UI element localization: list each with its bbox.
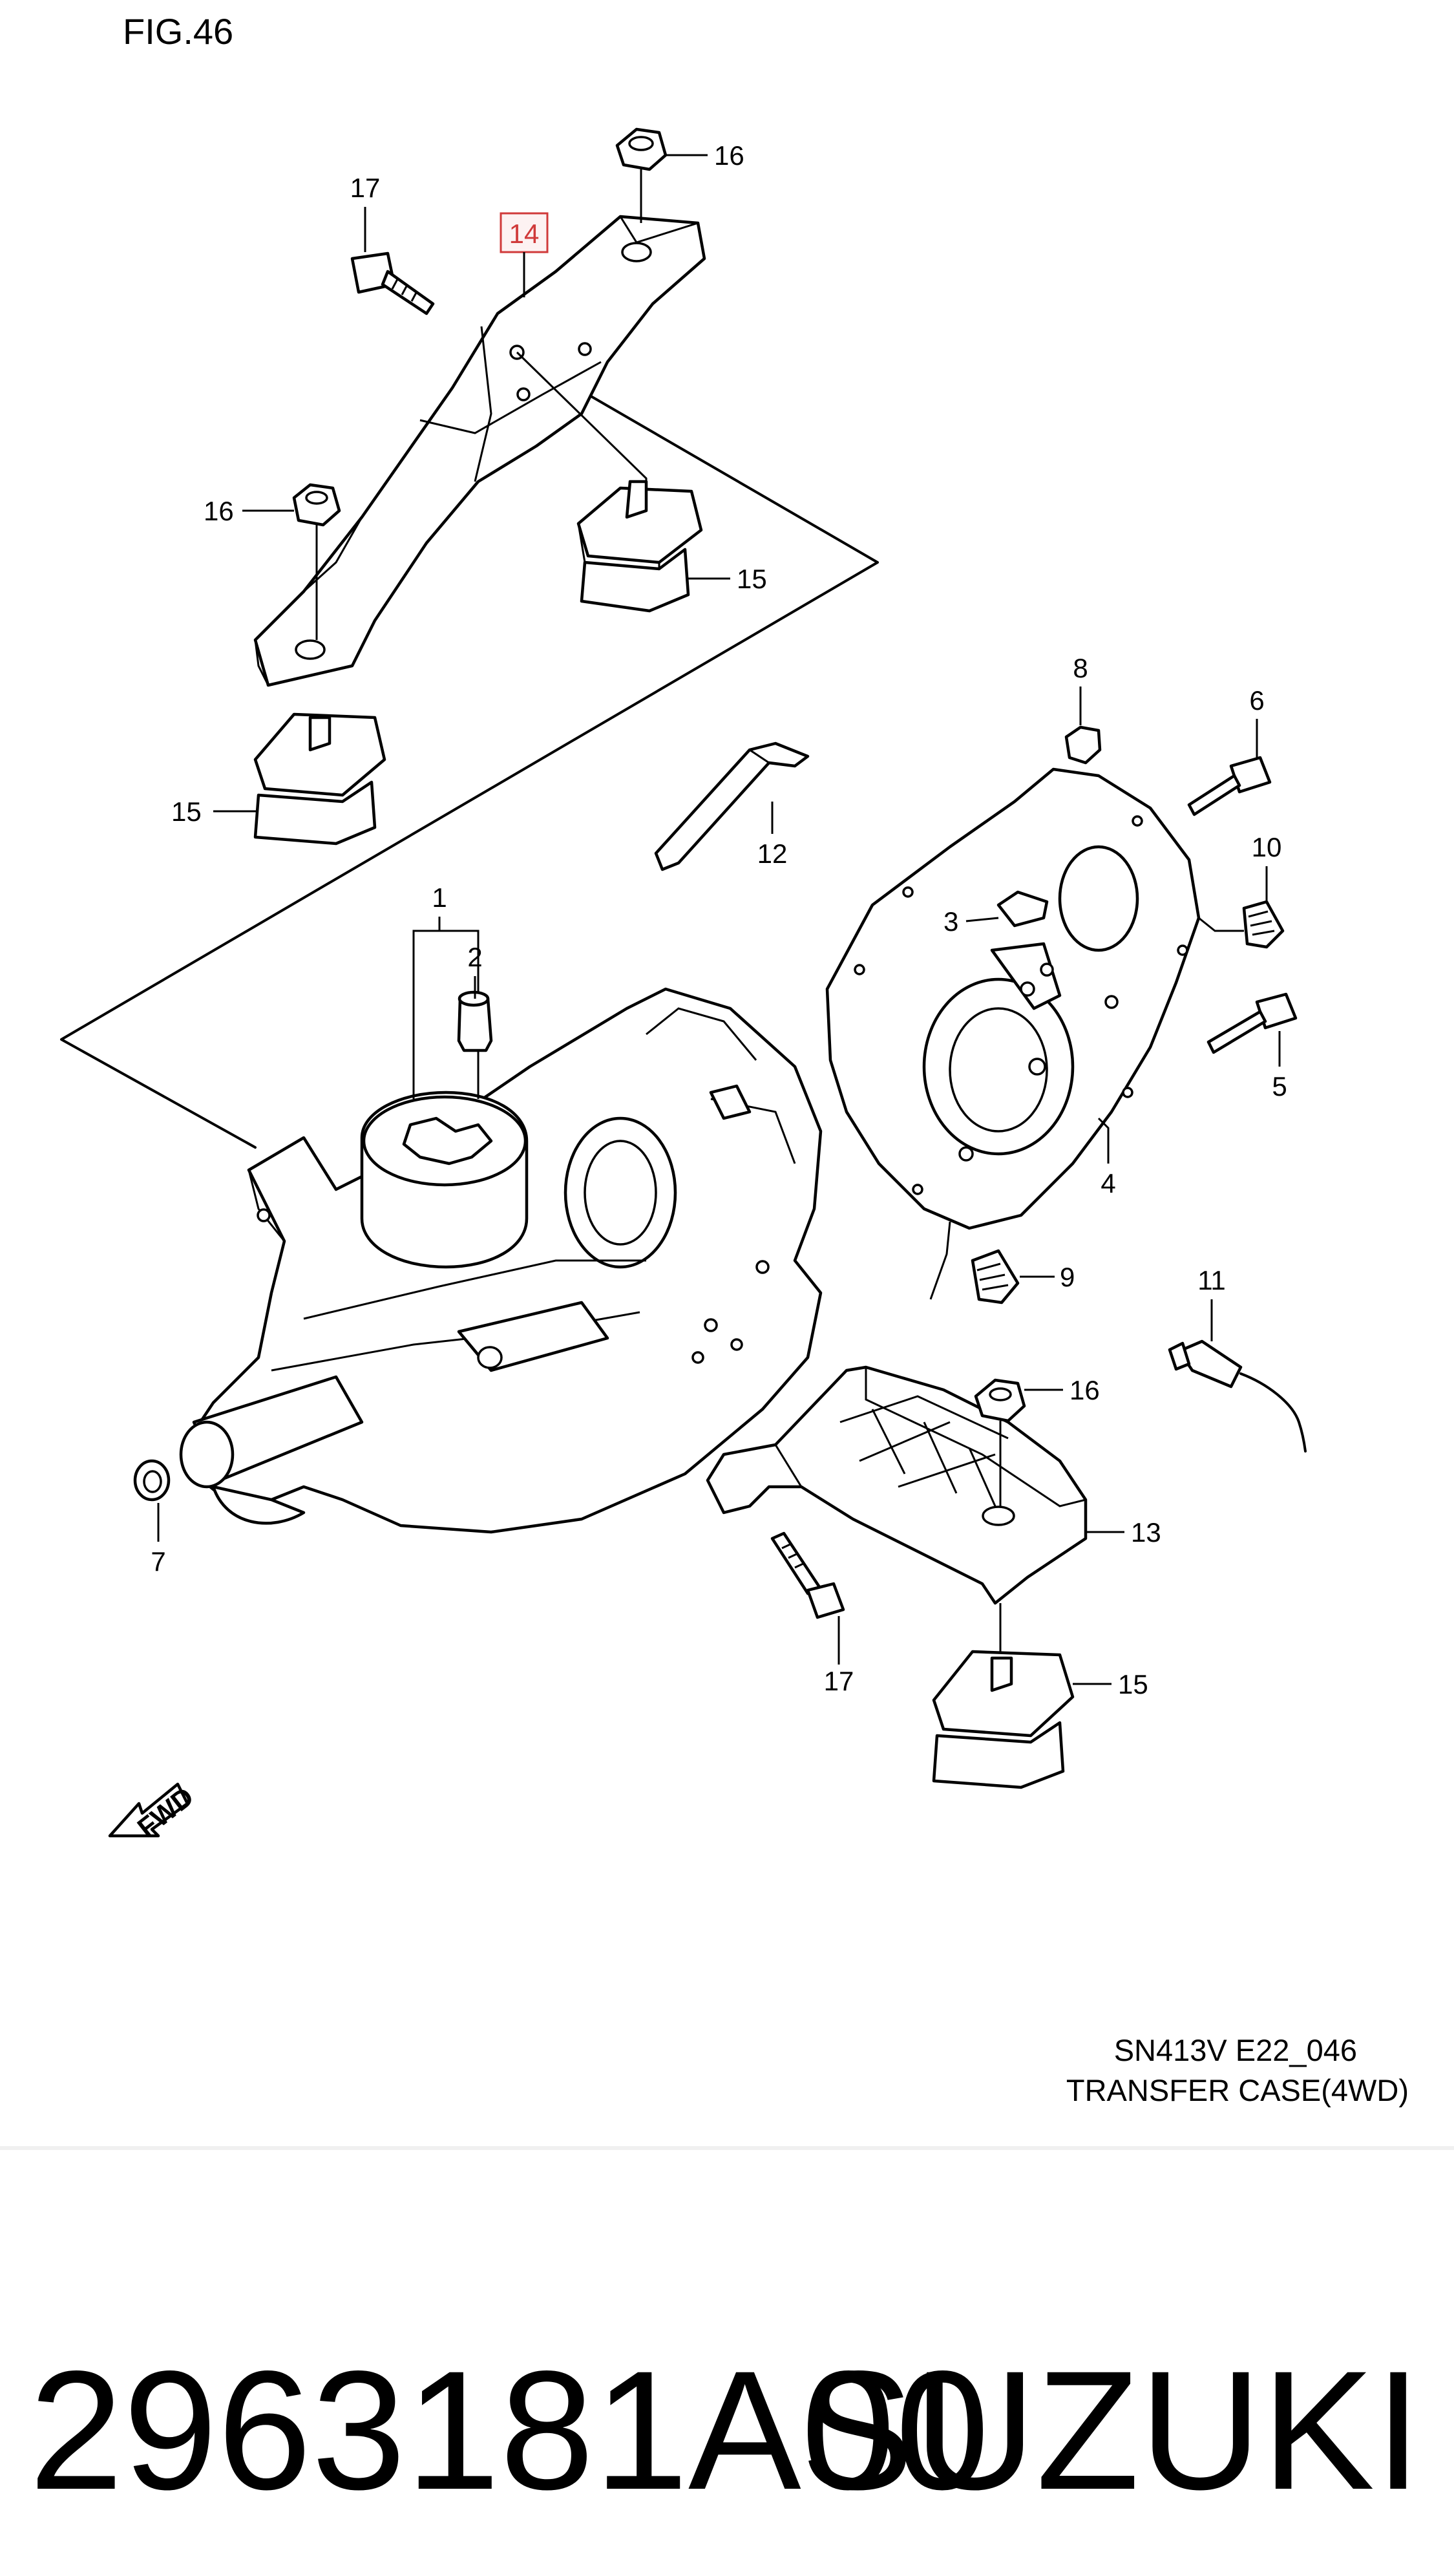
cover-lower-tab	[929, 1221, 951, 1300]
callout-11[interactable]: 11	[1197, 1265, 1226, 1295]
rubber-mount-15-lower[interactable]	[932, 1650, 1075, 1789]
figure-label: FIG.46	[123, 11, 233, 52]
callout-10[interactable]: 10	[1252, 832, 1282, 862]
washer-7[interactable]	[133, 1459, 171, 1502]
callout-8[interactable]: 8	[1073, 653, 1088, 683]
guide-plate-12[interactable]	[654, 741, 810, 871]
rubber-mount-15-left[interactable]	[253, 712, 386, 846]
leader-3	[965, 917, 999, 922]
output-shaft[interactable]	[179, 1375, 364, 1525]
callout-4[interactable]: 4	[1101, 1168, 1115, 1198]
nut-16-lower[interactable]	[974, 1378, 1026, 1423]
fwd-arrow-icon: FWD	[108, 1781, 199, 1843]
brand-name: SUZUKI	[801, 2336, 1422, 2525]
callout-7[interactable]: 7	[151, 1546, 165, 1577]
callout-13[interactable]: 13	[1131, 1517, 1161, 1548]
bolt-6[interactable]	[1187, 756, 1272, 816]
callout-12[interactable]: 12	[757, 838, 788, 869]
leader-4	[1097, 1117, 1110, 1164]
lower-bracket-13[interactable]	[706, 1365, 1088, 1605]
plug-8[interactable]	[1064, 725, 1102, 765]
callout-1[interactable]: 1	[432, 882, 447, 913]
transfer-case-cover-4[interactable]	[825, 767, 1201, 1230]
bolt-17-lower[interactable]	[770, 1531, 845, 1619]
callout-16-top[interactable]: 16	[714, 140, 744, 171]
footer-divider	[0, 2146, 1454, 2150]
callout-15-upper-right[interactable]: 15	[737, 564, 767, 594]
callout-15-lower[interactable]: 15	[1118, 1669, 1148, 1699]
sensor-switch-11[interactable]	[1168, 1339, 1307, 1453]
callout-6[interactable]: 6	[1249, 685, 1264, 716]
callout-17-upper[interactable]: 17	[350, 173, 381, 203]
oil-seal-9[interactable]	[971, 1249, 1020, 1304]
rubber-mount-15-upper-right[interactable]	[576, 480, 703, 613]
bolt-17-upper[interactable]	[350, 251, 435, 315]
callout-15-left[interactable]: 15	[171, 796, 202, 827]
part-number: 2963181A00	[29, 2336, 989, 2525]
crossmember-bracket[interactable]	[253, 215, 706, 687]
nut-16-left[interactable]	[292, 483, 341, 527]
callout-16-lower[interactable]: 16	[1069, 1375, 1100, 1405]
callout-17-lower[interactable]: 17	[824, 1666, 854, 1696]
nut-16-top[interactable]	[615, 127, 668, 171]
leader-10-cover	[1198, 917, 1244, 932]
figure-title: TRANSFER CASE(4WD)	[1066, 2073, 1409, 2107]
callout-16-left[interactable]: 16	[204, 496, 234, 526]
callout-9[interactable]: 9	[1060, 1262, 1075, 1292]
callout-3[interactable]: 3	[943, 906, 958, 937]
bolt-5[interactable]	[1206, 992, 1298, 1054]
callout-2[interactable]: 2	[467, 942, 482, 972]
model-code: SN413V E22_046	[1114, 2033, 1357, 2067]
plug-2[interactable]	[457, 990, 493, 1052]
oil-seal-10[interactable]	[1242, 900, 1285, 949]
callout-14[interactable]: 14	[509, 218, 540, 249]
callout-5[interactable]: 5	[1272, 1071, 1287, 1102]
dowel-pin-3[interactable]	[996, 890, 1049, 928]
